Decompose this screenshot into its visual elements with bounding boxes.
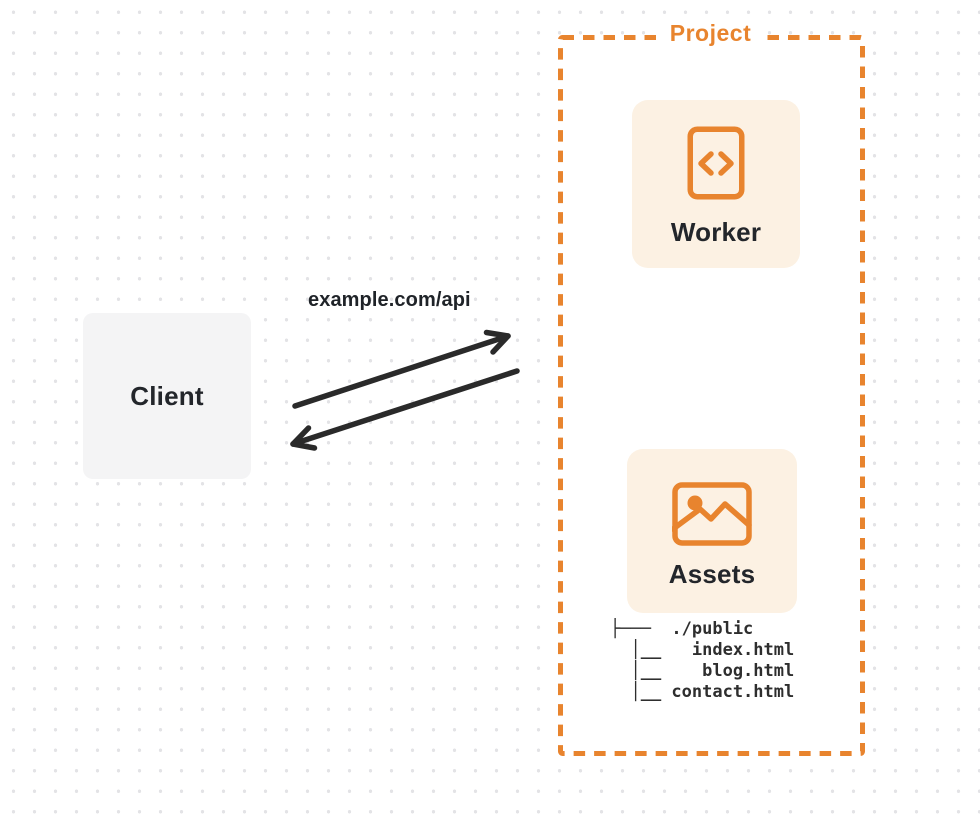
response-arrowhead-icon [290,425,318,451]
assets-file-tree: ├─── ./public │__ index.html │__ blog.ht… [610,619,795,702]
worker-card: Worker [632,100,800,268]
code-document-icon [687,126,745,200]
client-label: Client [130,380,204,411]
assets-label: Assets [668,559,756,589]
image-icon [672,482,752,546]
client-card: Client [83,313,251,479]
request-arrowhead-icon [483,329,511,355]
assets-card: Assets [627,449,797,613]
response-arrow [290,368,520,451]
request-arrow [292,329,511,409]
worker-label: Worker [670,217,762,247]
request-url-label: example.com/api [308,289,471,311]
